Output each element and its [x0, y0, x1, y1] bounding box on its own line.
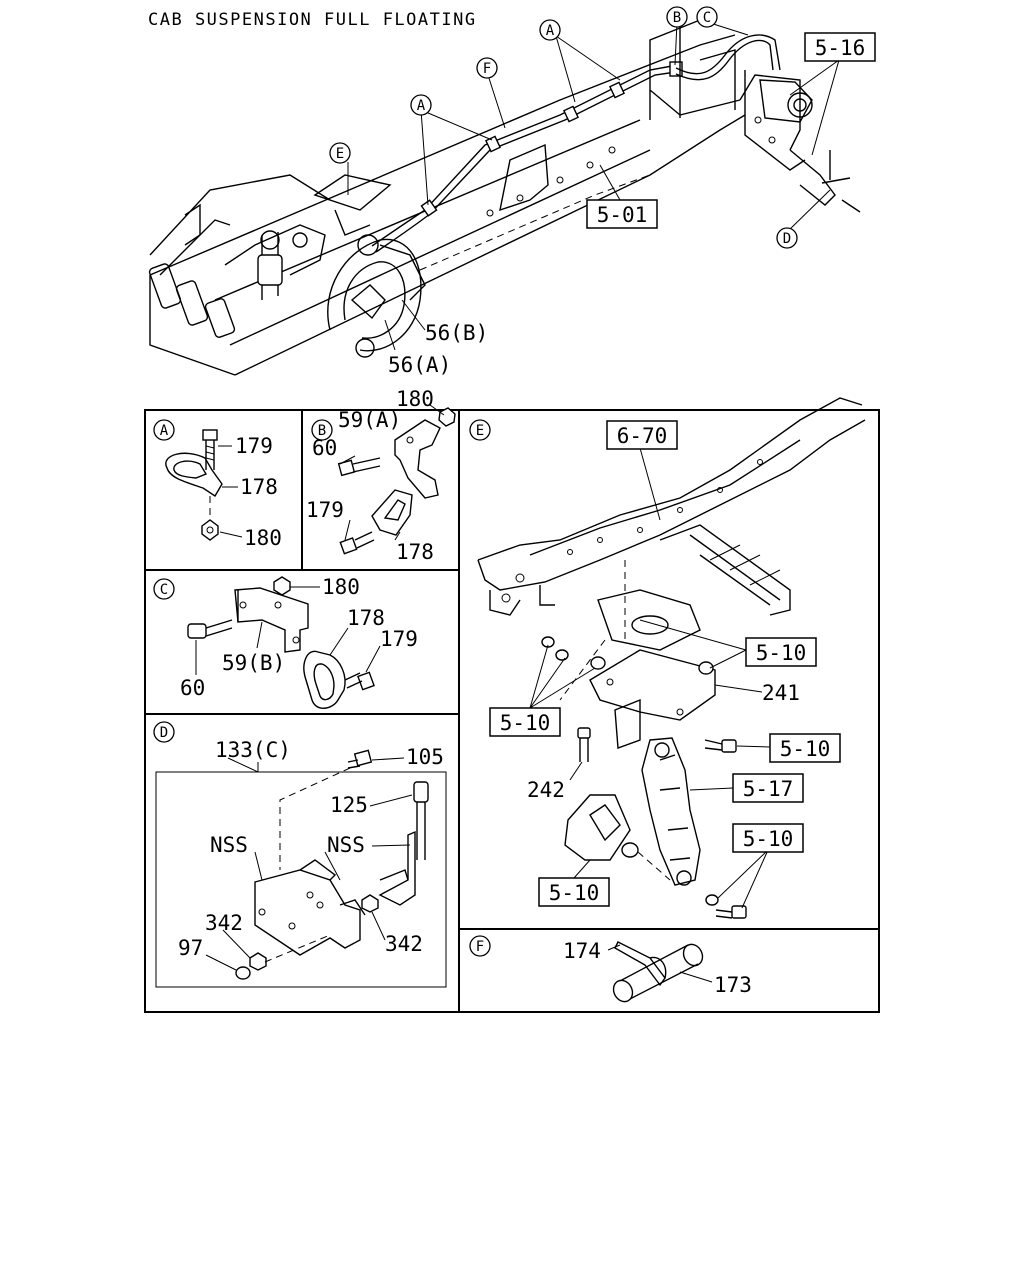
- diagram-title: CAB SUSPENSION FULL FLOATING: [148, 10, 477, 30]
- part-180: 180: [396, 387, 434, 411]
- svg-text:6-70: 6-70: [617, 424, 668, 448]
- svg-text:5-10: 5-10: [500, 711, 551, 735]
- part-180: 180: [244, 526, 282, 550]
- part-242: 242: [527, 778, 565, 802]
- ref-box-5-10-left: 5-10: [489, 707, 561, 737]
- part-178: 178: [396, 540, 434, 564]
- svg-text:5-16: 5-16: [815, 36, 866, 60]
- svg-text:A: A: [417, 98, 426, 114]
- callout-a-lower: A: [410, 94, 432, 116]
- panel-c-tag: C: [153, 578, 175, 600]
- ref-box-5-10-bottom: 5-10: [538, 877, 610, 907]
- svg-text:5-10: 5-10: [743, 827, 794, 851]
- callout-a-upper: A: [539, 19, 561, 41]
- svg-text:C: C: [160, 582, 168, 598]
- panel-d: D 133(C) 105 125 NSS NSS 342 342 97: [153, 721, 447, 988]
- part-59a: 59(A): [338, 408, 401, 432]
- panel-e: E: [469, 397, 866, 919]
- part-59b: 59(B): [222, 651, 285, 675]
- part-342-right: 342: [385, 932, 423, 956]
- svg-text:D: D: [783, 231, 791, 247]
- part-60: 60: [312, 436, 337, 460]
- callout-b: B: [666, 6, 688, 28]
- part-179: 179: [235, 434, 273, 458]
- part-174: 174: [563, 939, 601, 963]
- svg-text:E: E: [476, 423, 484, 439]
- svg-text:C: C: [703, 10, 711, 26]
- svg-text:5-10: 5-10: [756, 641, 807, 665]
- panel-a: A 179 178 180: [153, 419, 282, 550]
- part-241: 241: [762, 681, 800, 705]
- svg-text:5-10: 5-10: [549, 881, 600, 905]
- svg-text:B: B: [673, 10, 681, 26]
- panel-f: F 174 173: [469, 935, 752, 1003]
- part-133c: 133(C): [215, 738, 291, 762]
- part-97: 97: [178, 936, 203, 960]
- part-179: 179: [306, 498, 344, 522]
- svg-text:A: A: [546, 23, 555, 39]
- svg-text:5-10: 5-10: [780, 737, 831, 761]
- part-105: 105: [406, 745, 444, 769]
- panel-grid: [144, 409, 880, 1013]
- callout-e: E: [329, 142, 351, 164]
- panel-c: C 180 178 179 59(B) 60: [153, 575, 418, 709]
- panel-a-tag: A: [153, 419, 175, 441]
- ref-box-5-10-lower-right: 5-10: [732, 823, 804, 853]
- frame-assembly-illustration: [148, 19, 861, 376]
- part-173: 173: [714, 973, 752, 997]
- panel-b: B 180 59(A) 60 179 178: [306, 387, 456, 564]
- svg-text:E: E: [336, 146, 344, 162]
- callout-d: D: [776, 227, 798, 249]
- part-125: 125: [330, 793, 368, 817]
- part-178: 178: [240, 475, 278, 499]
- ref-box-5-10-upper-right: 5-10: [745, 637, 817, 667]
- ref-box-5-17: 5-17: [732, 773, 804, 803]
- panel-b-tag: B: [311, 419, 333, 441]
- panel-f-tag: F: [469, 935, 491, 957]
- nss-label-2: NSS: [327, 833, 365, 857]
- ref-box-5-10-mid-right: 5-10: [769, 733, 841, 763]
- part-56a: 56(A): [388, 353, 451, 377]
- nss-label-1: NSS: [210, 833, 248, 857]
- part-180: 180: [322, 575, 360, 599]
- panel-d-tag: D: [153, 721, 175, 743]
- svg-text:F: F: [476, 939, 484, 955]
- ref-box-5-01: 5-01: [586, 199, 658, 229]
- ref-box-5-16: 5-16: [804, 32, 876, 62]
- callout-f: F: [476, 57, 498, 79]
- ref-box-6-70: 6-70: [606, 420, 678, 450]
- svg-text:B: B: [318, 423, 326, 439]
- svg-text:F: F: [483, 61, 491, 77]
- part-178: 178: [347, 606, 385, 630]
- svg-text:5-01: 5-01: [597, 203, 648, 227]
- callout-c: C: [696, 6, 718, 28]
- part-179: 179: [380, 627, 418, 651]
- main-leader-lines: [347, 21, 840, 351]
- svg-text:5-17: 5-17: [743, 777, 794, 801]
- part-60: 60: [180, 676, 205, 700]
- panel-e-tag: E: [469, 419, 491, 441]
- svg-text:A: A: [160, 423, 169, 439]
- part-56b: 56(B): [425, 321, 488, 345]
- part-342-left: 342: [205, 911, 243, 935]
- svg-text:D: D: [160, 725, 168, 741]
